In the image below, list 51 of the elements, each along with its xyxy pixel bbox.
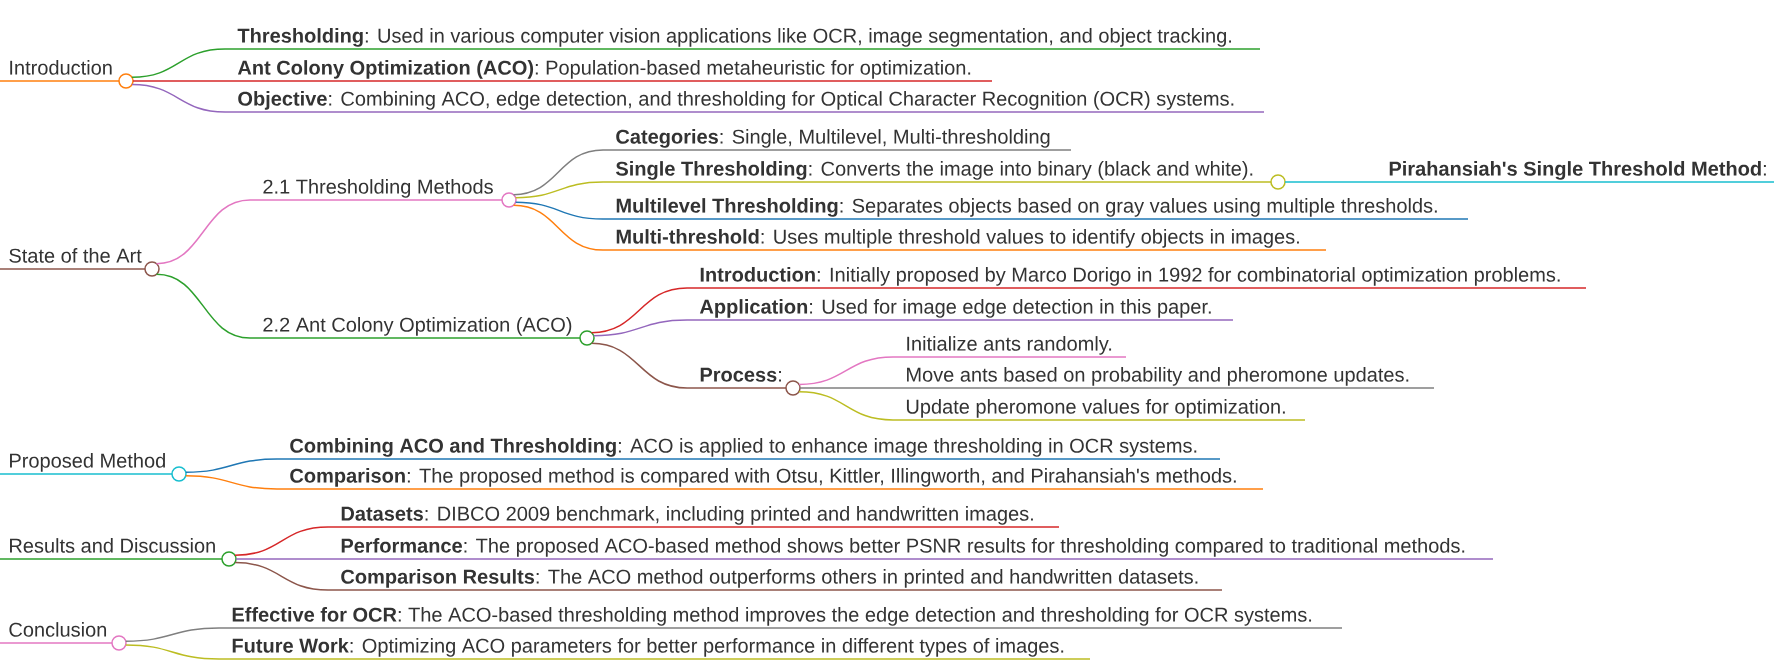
branch-label: Thresholding: Used in various computer vision applications like OCR, image segmentation, and object tracking.	[224, 28, 1261, 50]
branch-line	[590, 287, 688, 334]
branch-line	[234, 561, 329, 591]
branch-line	[125, 627, 220, 642]
branch-line	[799, 387, 894, 389]
branch-label: Multilevel Thresholding: Separates objects based on gray values using multiple thresholds.	[602, 198, 1469, 220]
branch-label: Process:	[686, 367, 787, 389]
branch-line	[514, 201, 604, 220]
branch-line	[514, 181, 604, 199]
branch-label: Categories: Single, Multilevel, Multi-thresholding	[602, 129, 1072, 151]
branch-label: Results and Discussion	[0, 538, 223, 560]
branch-label: Introduction	[0, 60, 120, 82]
branch-label: Conclusion	[0, 622, 113, 644]
branch-label: Move ants based on probability and pheromone updates.	[892, 367, 1435, 389]
branch-line	[798, 356, 894, 386]
branch-line	[185, 458, 278, 473]
branch-line	[155, 199, 251, 265]
branch-line	[125, 644, 220, 660]
branch-label: Initialize ants randomly.	[892, 336, 1127, 358]
branch-label: Future Work: Optimizing ACO parameters for better performance in different types of images.	[218, 638, 1091, 660]
branch-label: Combining ACO and Thresholding: ACO is applied to enhance image thresholding in OCR systems.	[276, 438, 1221, 460]
branch-line	[155, 273, 251, 339]
branch-line	[798, 390, 894, 421]
branch-line	[512, 149, 604, 196]
branch-line	[512, 204, 604, 251]
branch-line	[131, 48, 226, 79]
branch-line	[131, 83, 226, 113]
branch-label: Objective: Combining ACO, edge detection, and thresholding for Optical Character Recognition (OCR) systems.	[224, 91, 1265, 113]
branch-line	[132, 80, 226, 82]
branch-line	[235, 558, 329, 560]
branch-label: Proposed Method	[0, 453, 173, 475]
branch-label: Single Thresholding: Converts the image into binary (black and white).	[602, 161, 1272, 183]
branch-label: Datasets: DIBCO 2009 benchmark, including printed and handwritten images.	[327, 506, 1060, 528]
branch-label: Multi-threshold: Uses multiple threshold values to identify objects in images.	[602, 229, 1327, 251]
branch-label: Comparison Results: The ACO method outperforms others in printed and handwritten datasets.	[327, 569, 1223, 591]
branch-line	[234, 526, 329, 557]
branch-line	[590, 342, 688, 389]
branch-label: State of the Art	[0, 248, 146, 270]
branch-label: Pirahansiah's Single Threshold Method:	[1375, 161, 1774, 183]
branch-label: 2.1 Thresholding Methods	[249, 179, 503, 201]
branch-line	[185, 475, 278, 490]
branch-line	[1284, 181, 1377, 183]
branch-label: Effective for OCR: The ACO-based thresholding method improves the edge detection and thresholding for OCR systems.	[218, 607, 1343, 629]
branch-label: Update pheromone values for optimization.	[892, 399, 1306, 421]
branch-label: Comparison: The proposed method is compared with Otsu, Kittler, Illingworth, and Pirahansiah's methods.	[276, 468, 1264, 490]
branch-label: Application: Used for image edge detection in this paper.	[686, 299, 1234, 321]
branch-label: Ant Colony Optimization (ACO): Population-based metaheuristic for optimization.	[224, 60, 993, 82]
branch-line	[592, 319, 688, 337]
branch-label: Performance: The proposed ACO-based method shows better PSNR results for thresholding compared to traditional methods.	[327, 538, 1494, 560]
branch-label: Introduction: Initially proposed by Marco Dorigo in 1992 for combinatorial optimization problems.	[686, 267, 1587, 289]
branch-label: 2.2 Ant Colony Optimization (ACO)	[249, 317, 581, 339]
